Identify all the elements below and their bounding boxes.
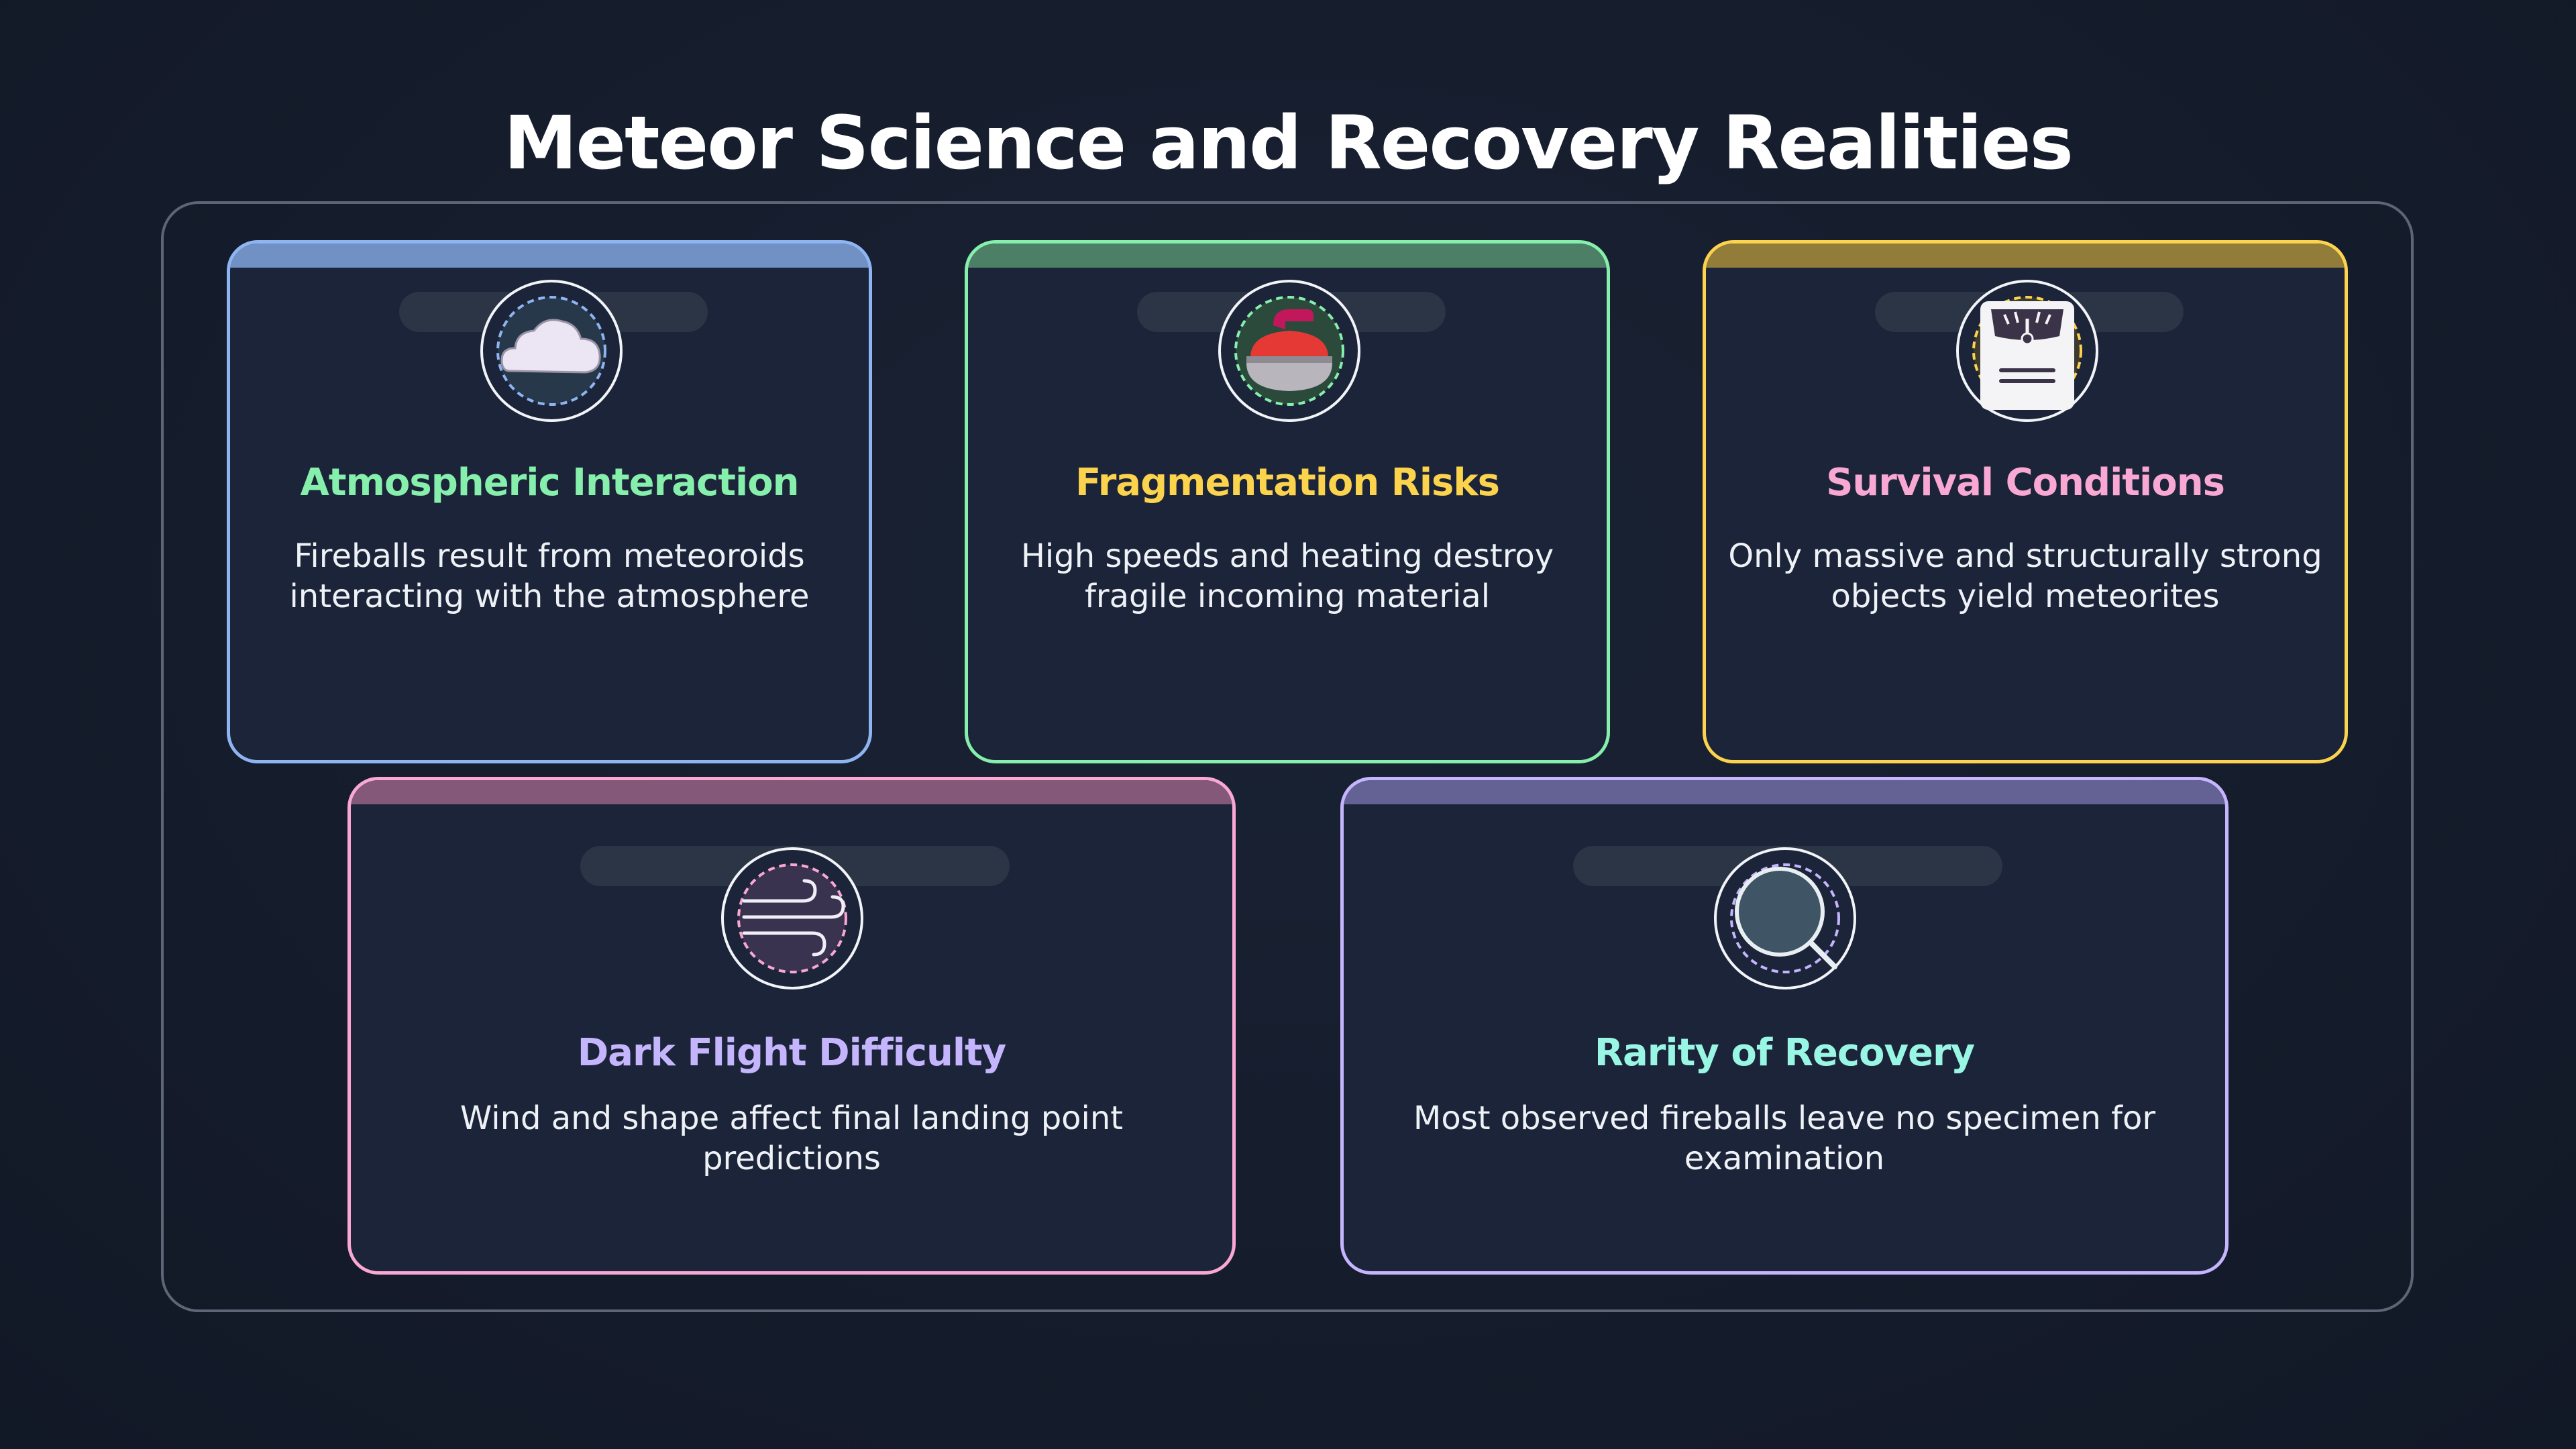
card-atmospheric-interaction: Atmospheric Interaction Fireballs result… — [227, 240, 872, 763]
weighing-scale-icon — [1972, 296, 2082, 410]
magnifying-glass-icon — [1730, 863, 1840, 973]
card-top-bar — [1344, 780, 2225, 804]
curling-stone-icon — [1234, 296, 1344, 406]
icon-badge — [1218, 280, 1360, 422]
card-title: Survival Conditions — [1826, 461, 2225, 504]
card-top-bar — [351, 780, 1232, 804]
slide-title: Meteor Science and Recovery Realities — [503, 100, 2074, 186]
card-description: Wind and shape affect final landing poin… — [460, 1099, 1124, 1177]
card-top-bar — [230, 244, 869, 268]
card-description: Fireballs result from meteoroids interac… — [289, 537, 810, 615]
icon-badge — [721, 847, 863, 989]
card-description: High speeds and heating destroy fragile … — [1020, 537, 1554, 615]
cloud-icon — [496, 296, 606, 406]
icon-badge — [480, 280, 623, 422]
card-title: Atmospheric Interaction — [300, 461, 799, 504]
wind-icon — [737, 863, 847, 973]
card-title: Rarity of Recovery — [1594, 1031, 1975, 1075]
card-dark-flight-difficulty: Dark Flight Difficulty Wind and shape af… — [347, 777, 1236, 1275]
card-fragmentation-risks: Fragmentation Risks High speeds and heat… — [965, 240, 1610, 763]
card-top-bar — [968, 244, 1607, 268]
card-top-bar — [1706, 244, 2345, 268]
card-rarity-of-recovery: Rarity of Recovery Most observed firebal… — [1340, 777, 2229, 1275]
card-title: Fragmentation Risks — [1075, 461, 1500, 504]
card-description: Most observed fireballs leave no specime… — [1413, 1099, 2156, 1177]
card-title: Dark Flight Difficulty — [577, 1031, 1007, 1075]
icon-badge — [1714, 847, 1856, 989]
card-description: Only massive and structurally strong obj… — [1728, 537, 2322, 615]
icon-badge — [1956, 280, 2098, 422]
card-survival-conditions: Survival Conditions Only massive and str… — [1703, 240, 2348, 763]
content-frame — [161, 201, 2414, 1312]
